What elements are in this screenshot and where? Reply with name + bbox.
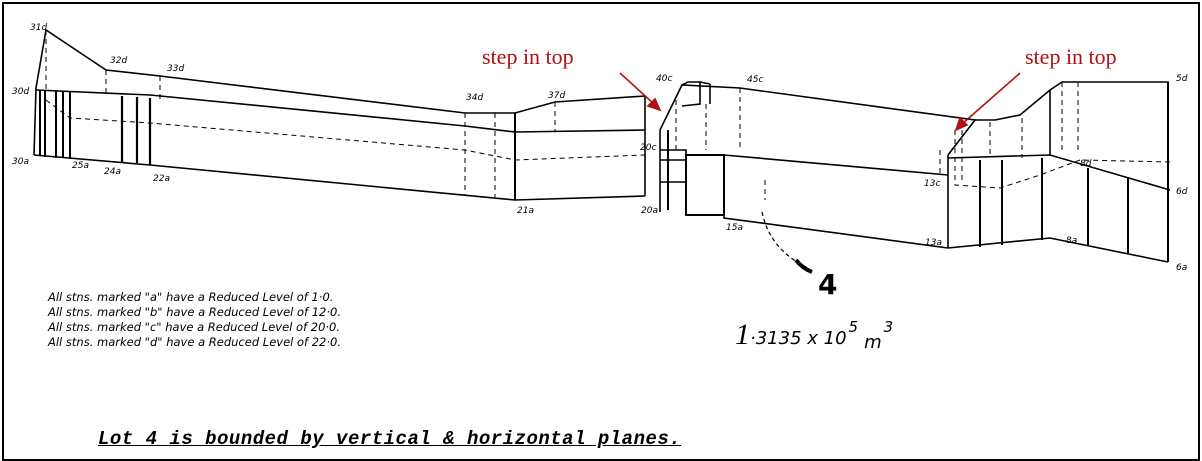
station-34d: 34d	[466, 93, 483, 103]
volume-mantissa: ·3135 x 10	[750, 328, 847, 349]
station-25a: 25a	[72, 161, 89, 171]
station-20a: 20a	[641, 206, 658, 216]
station-13a: 13a	[925, 238, 942, 248]
note-a: All stns. marked "a" have a Reduced Leve…	[48, 290, 334, 304]
station-24a: 24a	[104, 167, 121, 177]
station-22a: 22a	[153, 174, 170, 184]
central-top	[659, 84, 977, 156]
right-hidden-lines	[954, 82, 1171, 189]
station-30d: 30d	[12, 87, 29, 97]
station-40c: 40c	[656, 74, 672, 84]
station-21a: 21a	[517, 206, 534, 216]
note-d: All stns. marked "d" have a Reduced Leve…	[48, 335, 342, 349]
station-37d: 37d	[548, 91, 565, 101]
volume-lead: 1	[735, 318, 750, 351]
station-6d: 6d	[1176, 187, 1188, 197]
volume-unit-power: 3	[883, 318, 894, 336]
left-top-edge	[35, 28, 646, 114]
volume-exponent: 5	[848, 318, 859, 336]
station-20c: 20c	[640, 143, 656, 153]
note-b: All stns. marked "b" have a Reduced Leve…	[48, 305, 342, 319]
lot-caption: Lot 4 is bounded by vertical & horizonta…	[98, 428, 682, 450]
station-8d: 8d	[1080, 159, 1092, 169]
callout-step-right: step in top	[1025, 44, 1117, 69]
station-13c: 13c	[924, 179, 940, 189]
lot-leader	[761, 211, 809, 269]
station-15a: 15a	[726, 223, 743, 233]
note-c: All stns. marked "c" have a Reduced Leve…	[48, 320, 341, 334]
central-section	[659, 81, 977, 249]
reduced-level-notes: All stns. marked "a" have a Reduced Leve…	[48, 290, 341, 350]
station-30a: 30a	[12, 157, 29, 167]
lot-number: 4	[818, 268, 837, 301]
left-bottom-edge	[33, 154, 646, 201]
station-45c: 45c	[747, 75, 763, 85]
station-6a: 6a	[1176, 263, 1187, 273]
station-32d: 32d	[110, 56, 127, 66]
right-top	[975, 81, 1169, 190]
station-8a: 8a	[1066, 236, 1077, 246]
central-hidden-lines	[675, 88, 941, 200]
volume-unit: m	[864, 332, 882, 353]
left-hidden-lines	[45, 30, 646, 197]
callout-step-left: step in top	[482, 44, 574, 69]
station-5d: 5d	[1176, 74, 1188, 84]
lot-leader-solid	[794, 258, 813, 274]
lot-volume: 1·3135 x 105m3	[735, 318, 894, 353]
right-section	[947, 81, 1171, 263]
left-section	[33, 28, 646, 201]
station-31d: 31d	[30, 23, 47, 33]
station-33d: 33d	[167, 64, 184, 74]
callout-arrows	[619, 72, 1021, 132]
